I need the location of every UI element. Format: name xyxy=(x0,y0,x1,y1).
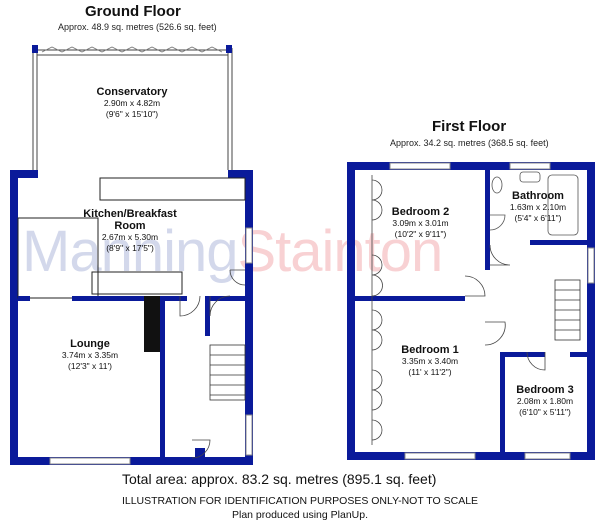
bedroom1-label: Bedroom 1 3.35m x 3.40m (11' x 11'2") xyxy=(385,344,475,378)
conservatory-post-right xyxy=(226,45,232,53)
wardrobes xyxy=(371,175,383,445)
room-name: Bathroom xyxy=(512,190,564,202)
watermark: ManningStainton xyxy=(22,218,443,285)
ground-floor-title: Ground Floor xyxy=(85,3,181,20)
room-dim-metric: 1.63m x 2.10m xyxy=(509,202,567,212)
lounge-window xyxy=(49,457,131,465)
room-dim-imperial: (5'4" x 6'11") xyxy=(514,213,562,223)
room-name: Bedroom 3 xyxy=(516,384,574,396)
bedroom2-label: Bedroom 2 3.09m x 3.01m (10'2" x 9'11") xyxy=(378,206,463,240)
room-name: Lounge xyxy=(70,338,110,350)
first-floor-plan xyxy=(347,162,595,460)
door-swings-first xyxy=(464,244,546,371)
bathroom-label: Bathroom 1.63m x 2.10m (5'4" x 6'11") xyxy=(498,190,578,224)
bathroom-fixtures xyxy=(489,171,579,236)
store-wall-v xyxy=(205,296,210,336)
landing-window xyxy=(587,247,595,284)
room-dim-metric: 3.35m x 3.40m xyxy=(401,356,459,366)
room-name: Bedroom 2 xyxy=(391,206,450,218)
room-dim-metric: 3.74m x 3.35m xyxy=(61,350,119,360)
room-dim-imperial: (6'10" x 5'11") xyxy=(519,407,571,417)
ground-floor-interior-walls xyxy=(17,177,246,299)
first-floor-interior-walls xyxy=(355,170,587,452)
room-dim-imperial: (12'3" x 11') xyxy=(68,361,112,371)
ground-stairs xyxy=(209,344,246,401)
bath-window xyxy=(509,162,551,170)
chimney-breast xyxy=(144,296,160,352)
lounge-label: Lounge 3.74m x 3.35m (12'3" x 11') xyxy=(40,338,140,372)
room-dim-imperial: (8'9" x 17'5") xyxy=(106,243,154,253)
room-name: Bedroom 1 xyxy=(401,344,459,356)
ground-floor-outer-walls xyxy=(10,170,253,465)
lounge-wall-stub-right xyxy=(72,296,187,301)
room-dim-metric: 2.67m x 5.30m xyxy=(101,232,159,242)
door-swings-ground xyxy=(179,269,246,459)
watermark-part-2: Stainton xyxy=(237,219,443,284)
ground-floor-area: Approx. 48.9 sq. metres (526.6 sq. feet) xyxy=(58,22,217,32)
conservatory-outline xyxy=(32,48,233,170)
ground-floor-plan xyxy=(10,45,253,465)
store-wall xyxy=(205,296,245,301)
conservatory-label: Conservatory 2.90m x 4.82m (9'6" x 15'10… xyxy=(82,86,182,120)
hall-partition-wall xyxy=(160,296,165,457)
bifold-doors xyxy=(41,46,223,53)
room-dim-metric: 2.90m x 4.82m xyxy=(103,98,161,108)
bed2-window xyxy=(389,162,451,170)
disclaimer: ILLUSTRATION FOR IDENTIFICATION PURPOSES… xyxy=(121,495,479,507)
kitchen-label: Kitchen/Breakfast Room 2.67m x 5.30m (8'… xyxy=(70,208,190,254)
hall-side-window xyxy=(245,414,253,456)
total-area: Total area: approx. 83.2 sq. metres (895… xyxy=(122,471,437,487)
first-floor-title: First Floor xyxy=(432,118,507,135)
room-name: Conservatory xyxy=(96,86,168,98)
room-name-line2: Room xyxy=(114,220,146,232)
first-floor-stairs xyxy=(554,279,581,341)
door-post xyxy=(195,448,205,457)
watermark-part-1: Manning xyxy=(22,219,238,284)
kitchen-side-window xyxy=(245,227,253,264)
plan-credit: Plan produced using PlanUp. xyxy=(231,509,368,521)
lounge-wall-stub-left xyxy=(18,296,30,301)
room-dim-imperial: (10'2" x 9'11") xyxy=(394,229,447,239)
room-dim-imperial: (11' x 11'2") xyxy=(408,367,452,377)
room-dim-imperial: (9'6" x 15'10") xyxy=(105,109,159,119)
bed1-window xyxy=(404,452,476,460)
bed3-window xyxy=(524,452,571,460)
room-name-line1: Kitchen/Breakfast xyxy=(83,208,177,220)
bedroom3-label: Bedroom 3 2.08m x 1.80m (6'10" x 5'11") xyxy=(505,384,585,418)
room-dim-metric: 3.09m x 3.01m xyxy=(392,218,449,228)
first-floor-area: Approx. 34.2 sq. metres (368.5 sq. feet) xyxy=(390,138,549,148)
conservatory-post-left xyxy=(32,45,38,53)
room-dim-metric: 2.08m x 1.80m xyxy=(516,396,574,406)
